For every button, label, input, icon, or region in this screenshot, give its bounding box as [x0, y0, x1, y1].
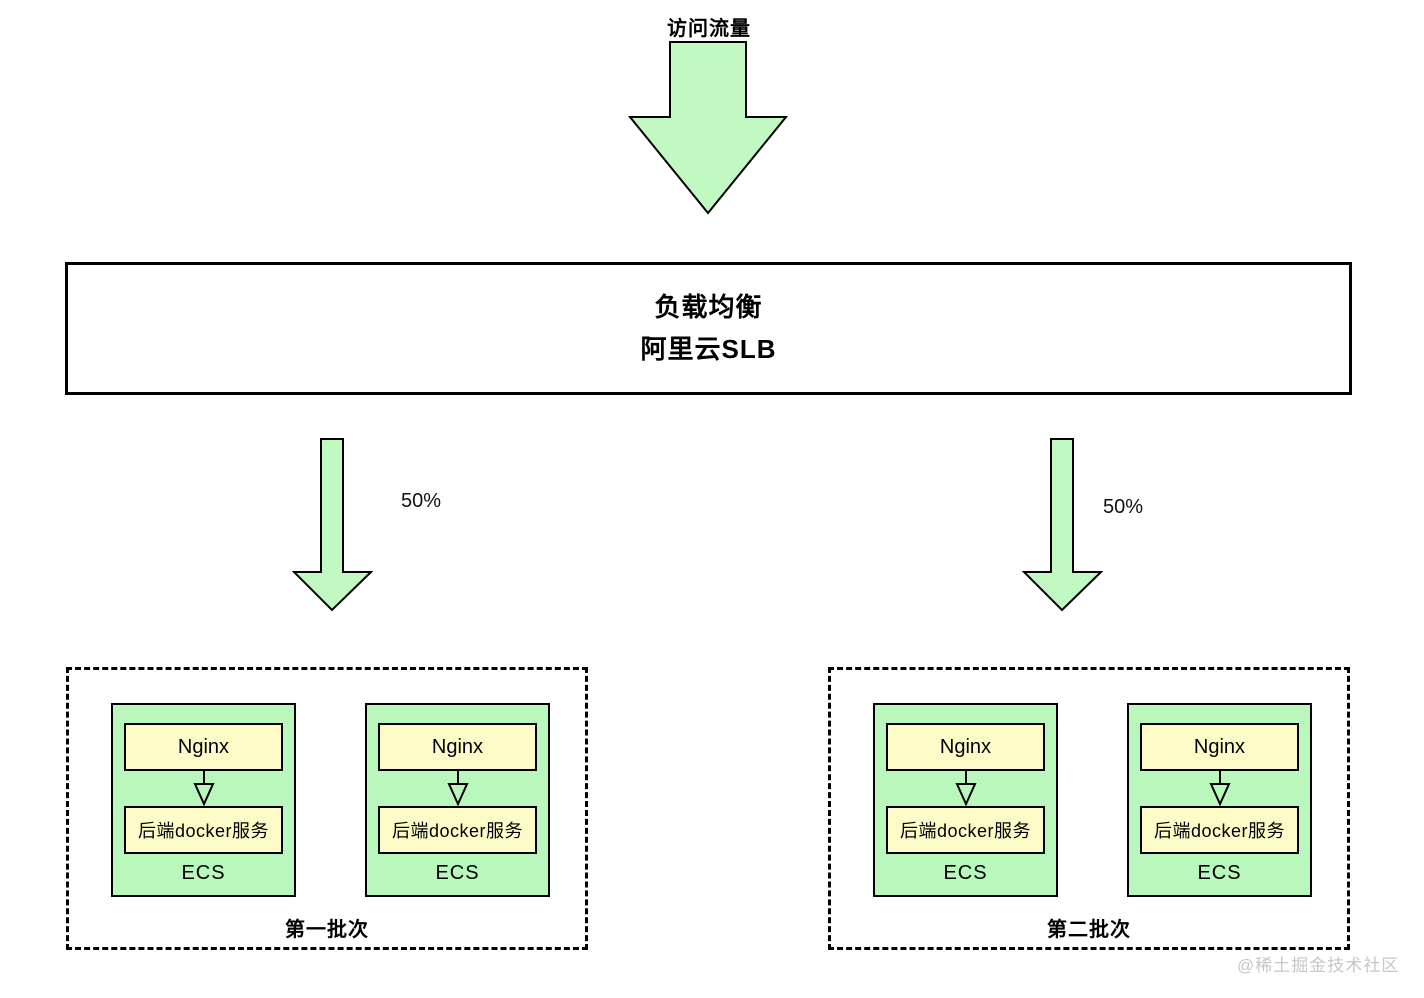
nginx-box: Nginx [1140, 723, 1299, 771]
ecs-label: ECS [943, 862, 988, 884]
load-balancer-title: 负载均衡 [654, 292, 763, 323]
traffic-down-arrow-icon [628, 41, 788, 215]
ecs-label: ECS [181, 862, 226, 884]
ecs-server-1: Nginx 后端docker服务 ECS [111, 703, 296, 897]
backend-docker-box: 后端docker服务 [886, 806, 1045, 854]
load-balancer-subtitle: 阿里云SLB [640, 333, 777, 364]
nginx-box: Nginx [378, 723, 537, 771]
ecs-server-2: Nginx 后端docker服务 ECS [365, 703, 550, 897]
nginx-box: Nginx [124, 723, 283, 771]
backend-docker-box: 后端docker服务 [1140, 806, 1299, 854]
batch-1-label: 第一批次 [285, 919, 369, 941]
ecs-server-3: Nginx 后端docker服务 ECS [873, 703, 1058, 897]
split-left-down-arrow-icon [292, 438, 373, 612]
split-left-percent-label: 50% [401, 490, 442, 512]
split-right-percent-label: 50% [1103, 496, 1144, 518]
watermark: @稀土掘金技术社区 [1237, 956, 1400, 975]
traffic-label: 访问流量 [667, 18, 751, 40]
ecs-label: ECS [435, 862, 480, 884]
ecs-label: ECS [1197, 862, 1242, 884]
batch-group-1: Nginx 后端docker服务 ECS Nginx 后端docker服务 EC… [66, 667, 588, 950]
nginx-to-backend-arrow-icon [1208, 771, 1231, 806]
nginx-box: Nginx [886, 723, 1045, 771]
nginx-to-backend-arrow-icon [446, 771, 469, 806]
split-right-down-arrow-icon [1022, 438, 1103, 612]
backend-docker-box: 后端docker服务 [378, 806, 537, 854]
backend-docker-box: 后端docker服务 [124, 806, 283, 854]
nginx-to-backend-arrow-icon [192, 771, 215, 806]
ecs-server-4: Nginx 后端docker服务 ECS [1127, 703, 1312, 897]
load-balancer-box: 负载均衡 阿里云SLB [65, 262, 1352, 395]
nginx-to-backend-arrow-icon [954, 771, 977, 806]
batch-group-2: Nginx 后端docker服务 ECS Nginx 后端docker服务 EC… [828, 667, 1350, 950]
batch-2-label: 第二批次 [1047, 919, 1131, 941]
